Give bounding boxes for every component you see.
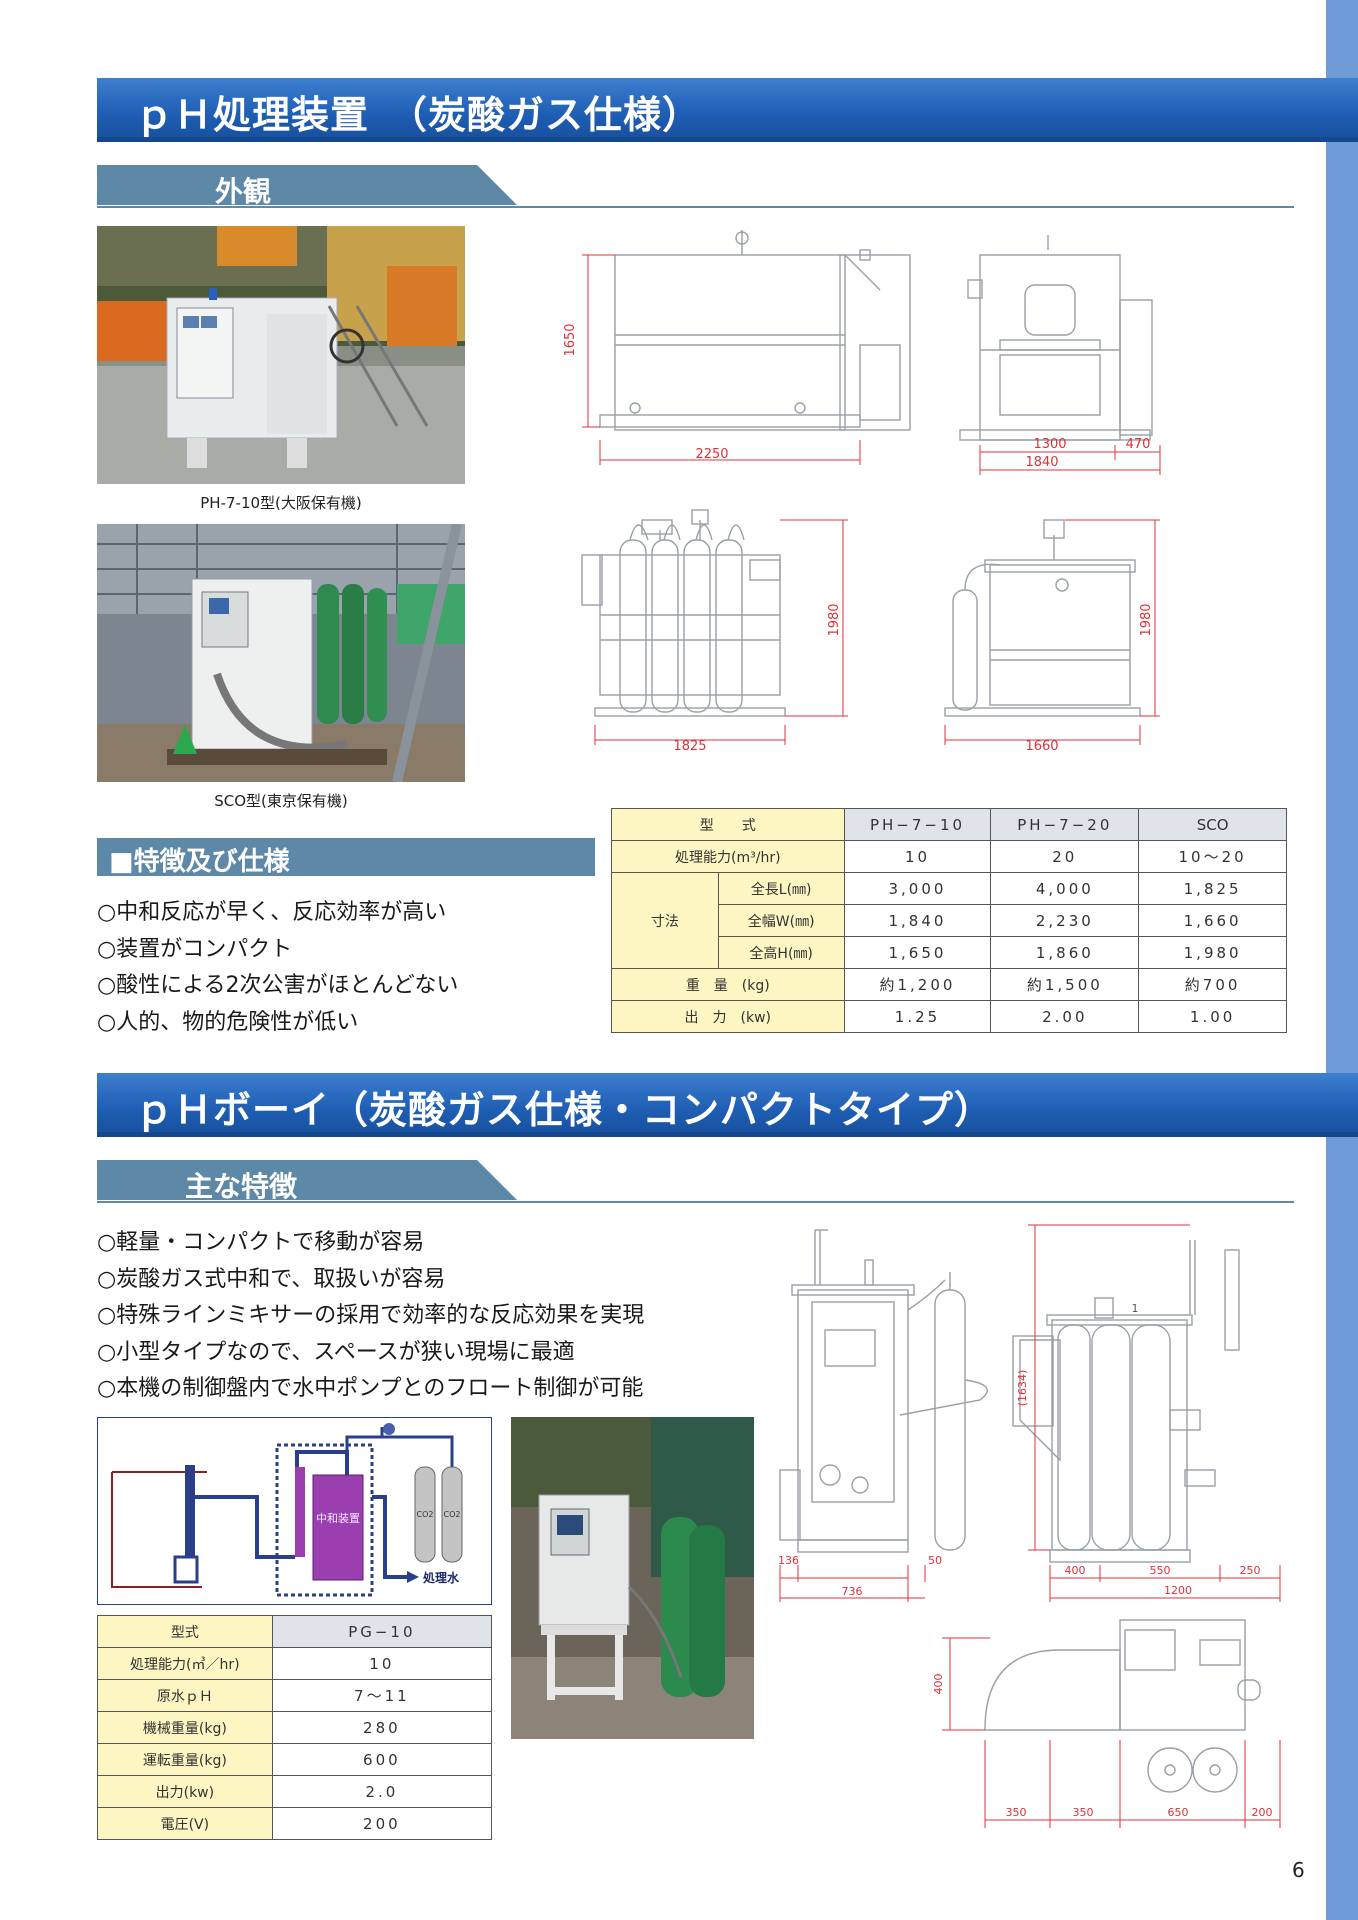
table-row: 電圧(V) 200 xyxy=(97,1807,493,1840)
dim-plan-350-a: 350 xyxy=(1006,1806,1027,1819)
photo-ph-boy xyxy=(511,1417,754,1739)
table-row: 機械重量(kg) 280 xyxy=(97,1711,493,1744)
main-features-label: 主な特徴 xyxy=(185,1170,298,1203)
dim-height-1634: (1634) xyxy=(1016,1370,1029,1407)
dim-width-1840: 1840 xyxy=(1025,455,1058,470)
list-item: ○炭酸ガス式中和で、取扱いが容易 xyxy=(97,1266,446,1292)
ph-boy-drawings: 1 136 50 736 (1634) 400 550 250 1200 400… xyxy=(778,1224,1281,1828)
section2-title-banner: ｐＨボーイ（炭酸ガス仕様・コンパクトタイプ） xyxy=(97,1073,1358,1137)
dim-length-1825: 1825 xyxy=(673,739,706,754)
flow-output-label: 処理水 xyxy=(422,1570,460,1585)
side-stripe xyxy=(1326,0,1358,1920)
dim-length-2250: 2250 xyxy=(695,447,728,462)
dim-front-50: 50 xyxy=(928,1554,942,1567)
main-features-list: ○軽量・コンパクトで移動が容易 ○炭酸ガス式中和で、取扱いが容易 ○特殊ラインミ… xyxy=(97,1225,644,1408)
dim-side-400: 400 xyxy=(1065,1564,1086,1577)
table-row: 重 量 (kg) 約1,200 約1,500 約700 xyxy=(611,968,1287,1001)
pg-spec-table: 型式 PG−10 処理能力(㎥／hr) 10 原水ｐＨ 7〜11 機械重量(kg… xyxy=(97,1615,493,1840)
table-row: 全高H(㎜) 1,650 1,860 1,980 xyxy=(612,936,1287,969)
appearance-banner: 外観 xyxy=(97,165,1294,209)
list-item: ○酸性による2次公害がほとんどない xyxy=(97,973,459,998)
list-item: ○小型タイプなので、スペースが狭い現場に最適 xyxy=(97,1339,575,1365)
dim-plan-350-b: 350 xyxy=(1073,1806,1094,1819)
list-item: ○軽量・コンパクトで移動が容易 xyxy=(97,1230,425,1255)
photo-ph-7-10 xyxy=(97,226,465,484)
table-row: 原水ｐＨ 7〜11 xyxy=(97,1679,493,1712)
dim-front-736: 736 xyxy=(842,1585,863,1598)
page-number: 6 xyxy=(1292,1858,1305,1882)
dim-plan-400: 400 xyxy=(932,1674,945,1695)
dim-height-1980-left: 1980 xyxy=(827,603,842,636)
photo2-caption: SCO型(東京保有機) xyxy=(214,792,348,810)
dim-height-1980-right: 1980 xyxy=(1139,603,1154,636)
features-list: ○中和反応が早く、反応効率が高い ○装置がコンパクト ○酸性による2次公害がほと… xyxy=(97,895,458,1041)
dim-side-550: 550 xyxy=(1150,1564,1171,1577)
flow-unit-label: 中和装置 xyxy=(316,1512,360,1525)
dim-plan-650: 650 xyxy=(1168,1806,1189,1819)
photo1-caption: PH-7-10型(大阪保有機) xyxy=(200,494,362,512)
flow-diagram: 中和装置 CO2 CO2 処理水 xyxy=(97,1417,492,1605)
dim-side-250: 250 xyxy=(1240,1564,1261,1577)
plate-number: 1 xyxy=(1132,1302,1139,1315)
section1-title: ｐＨ処理装置 （炭酸ガス仕様） xyxy=(135,93,702,137)
table-row: 寸法 全長L(㎜) 3,000 4,000 1,825 xyxy=(611,872,1287,969)
table-row: 出 力 (kw) 1.25 2.00 1.00 xyxy=(611,1000,1287,1033)
list-item: ○人的、物的危険性が低い xyxy=(97,1009,359,1035)
features-header: ■特徴及び仕様 xyxy=(97,838,595,877)
main-features-banner: 主な特徴 xyxy=(97,1160,1294,1204)
section2-title: ｐＨボーイ（炭酸ガス仕様・コンパクトタイプ） xyxy=(135,1088,994,1132)
appearance-label: 外観 xyxy=(215,175,272,208)
list-item: ○中和反応が早く、反応効率が高い xyxy=(97,900,447,925)
table-row: 型式 PG−10 xyxy=(97,1615,493,1648)
cylinder-label: CO2 xyxy=(417,1510,434,1519)
photo-sco xyxy=(97,524,465,782)
table-row: 処理能力(m³/hr) 10 20 10〜20 xyxy=(611,840,1287,873)
list-item: ○装置がコンパクト xyxy=(97,936,293,962)
dim-front-136: 136 xyxy=(778,1554,799,1567)
cylinder-label: CO2 xyxy=(444,1510,461,1519)
table-row: 運転重量(kg) 600 xyxy=(97,1743,493,1776)
section1-title-banner: ｐＨ処理装置 （炭酸ガス仕様） xyxy=(97,78,1358,142)
dim-length-1660: 1660 xyxy=(1025,739,1058,754)
list-item: ○本機の制御盤内で水中ポンプとのフロート制御が可能 xyxy=(97,1376,644,1401)
dim-plan-200: 200 xyxy=(1252,1806,1273,1819)
table-row: 型 式 PH−7−10 PH−7−20 SCO xyxy=(611,808,1287,841)
features-label: ■特徴及び仕様 xyxy=(109,847,290,877)
dim-height-1650: 1650 xyxy=(563,323,578,356)
table-row: 出力(kw) 2.0 xyxy=(97,1775,493,1808)
ph-spec-table: 型 式 PH−7−10 PH−7−20 SCO 処理能力(m³/hr) 10 2… xyxy=(611,808,1287,1033)
dim-width-1300: 1300 xyxy=(1033,437,1066,452)
ph-unit-drawings: 1650 2250 1300 470 1840 1980 1825 1980 1… xyxy=(563,230,1161,754)
list-item: ○特殊ラインミキサーの採用で効率的な反応効果を実現 xyxy=(97,1303,645,1328)
table-row: 処理能力(㎥／hr) 10 xyxy=(97,1647,493,1680)
dim-width-470: 470 xyxy=(1126,437,1151,452)
dim-side-1200: 1200 xyxy=(1164,1584,1192,1597)
